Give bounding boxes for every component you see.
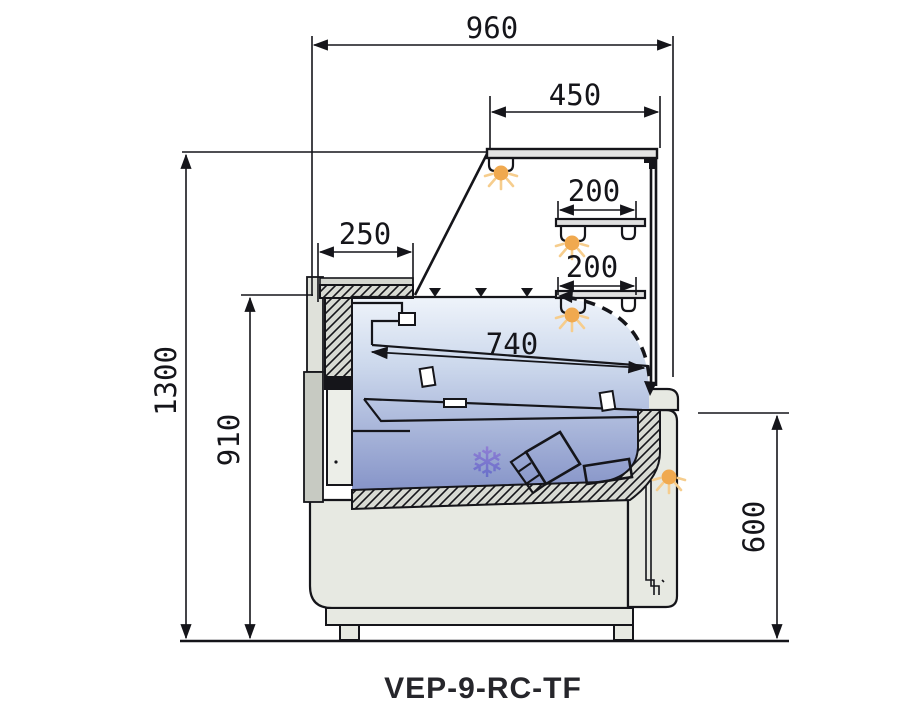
clip-3 (598, 389, 617, 412)
shelves (487, 158, 647, 315)
worktop-edge (319, 277, 414, 286)
dim-label-upper-shelf: 200 (568, 174, 620, 208)
shelf-lower-end-hook (620, 298, 637, 313)
evaporator-unit (509, 430, 634, 495)
clip-2 (418, 365, 437, 388)
front-grille (324, 376, 353, 390)
dimension-canopy-width (489, 96, 661, 148)
rear-sliding-door (649, 158, 658, 386)
front-duct-panel (326, 388, 353, 486)
dimensions (180, 36, 789, 640)
dimension-lower-shelf (557, 277, 637, 295)
dimension-deck-depth (370, 346, 646, 374)
dimension-rear-height (698, 412, 789, 640)
rear-panel-guides (645, 412, 665, 595)
shelf-upper (554, 217, 647, 228)
shelf-upper-end-hook (620, 226, 637, 241)
insulation-bottom-slab (351, 409, 661, 511)
foot-right (613, 624, 634, 641)
lower-tray (352, 397, 643, 433)
dim-label-rear-height: 600 (737, 501, 771, 553)
base-body (308, 498, 630, 610)
dim-label-front-counter: 250 (339, 217, 391, 251)
dim-label-canopy-width: 450 (549, 78, 601, 112)
dimension-overall-height (180, 151, 488, 640)
dimension-front-counter (317, 243, 414, 302)
dim-label-lower-shelf: 200 (566, 250, 618, 284)
deck-markers (429, 288, 533, 297)
panel-dot (334, 460, 338, 464)
front-glass (413, 151, 490, 296)
base-cabinet (303, 276, 680, 641)
clip-4 (443, 398, 467, 408)
door-swing-arc (558, 290, 657, 396)
dim-label-overall-width: 960 (466, 11, 518, 45)
front-bumper (303, 371, 324, 503)
insulated-walls (319, 284, 661, 511)
base-plinth (325, 607, 634, 626)
snowflake-icon: ❄ (469, 438, 504, 487)
canopy-end-bracket (644, 158, 655, 169)
canopy (485, 147, 659, 160)
foot-left (339, 624, 360, 641)
dimension-worktop-height (241, 294, 313, 640)
dimension-upper-shelf (557, 201, 637, 219)
dim-label-deck-depth: 740 (486, 327, 538, 361)
dim-label-worktop-height: 910 (212, 414, 246, 466)
refrigerated-well (352, 298, 649, 491)
model-label: VEP-9-RC-TF (384, 672, 582, 705)
dimension-overall-width (311, 36, 674, 377)
clip-1 (398, 312, 416, 326)
dim-label-overall-height: 1300 (149, 346, 183, 416)
insulation-front-wall (324, 297, 353, 378)
